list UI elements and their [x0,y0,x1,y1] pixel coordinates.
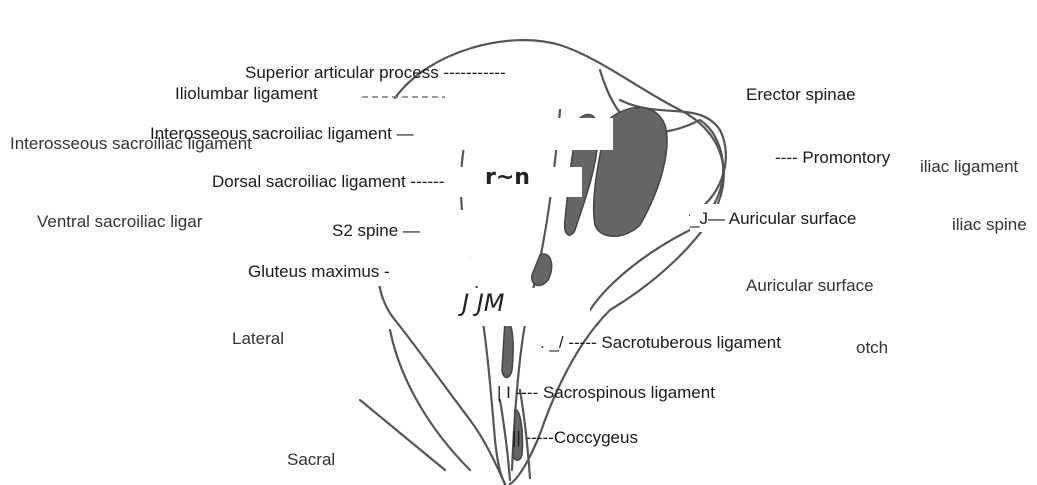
superior-articular-process-label: Superior articular process ----------- [245,63,506,83]
gluteus-maximus-label: Gluteus maximus - [248,262,390,282]
jjm-fragment: J JM [462,293,505,313]
iliac-spine-label: iliac spine [952,215,1027,235]
interosseous-front-label: Interosseous sacroiliac ligament — [150,124,414,144]
coccygeus-label: || -----Coccygeus [512,428,638,448]
s2-spine-label: S2 spine — [332,221,420,241]
sacrotuberous-stippled [502,320,513,378]
sacrotuberous-ligament-label: . _/ ----- Sacrotuberous ligament [540,333,781,353]
auricular-surface-front-label: _J— Auricular surface [690,209,856,229]
sacral-label: Sacral [287,450,335,470]
sacrospinous-ligament-label: | I ---- Sacrospinous ligament [497,383,715,403]
iliolumbar-ligament-label: Iliolumbar ligament [175,84,318,104]
notch-label: otch [856,338,888,358]
lateral-label: Lateral [232,329,284,349]
dorsal-sacroiliac-label: Dorsal sacroiliac ligament ------ [212,172,444,192]
hip-outline [390,330,470,470]
iliac-ligament-label: iliac ligament [920,157,1018,177]
lower-left-line [360,400,445,470]
gluteus-stippled [532,254,552,285]
ventral-sacroiliac-label: Ventral sacroiliac ligar [37,212,202,232]
r-n-fragment: r~n [485,168,530,188]
erector-spinae-label: Erector spinae [746,85,856,105]
promontory-label: ---- Promontory [775,148,890,168]
auricular-surface-back-label: Auricular surface [746,276,874,296]
